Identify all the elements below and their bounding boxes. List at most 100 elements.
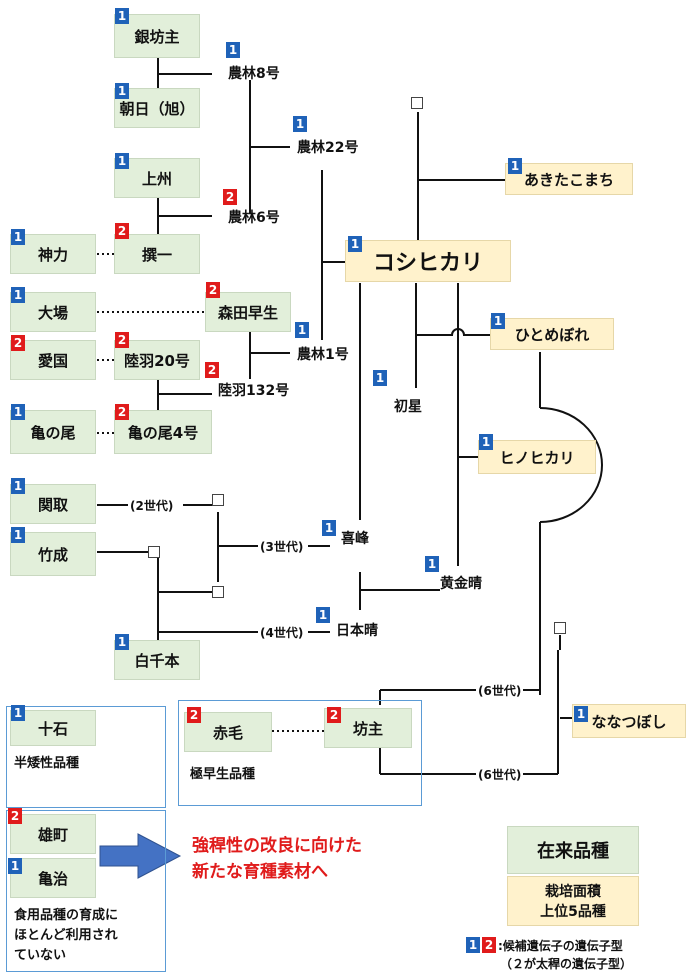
improvement-text-line1: 強稈性の改良に向けた bbox=[192, 836, 362, 856]
variety-label: 愛国 bbox=[37, 351, 68, 370]
variety-nanatsuboshi: ななつぼし bbox=[572, 704, 686, 738]
genotype-1-badge: 1 bbox=[508, 158, 522, 174]
variety-label: 竹成 bbox=[37, 545, 68, 564]
unused-note-line3: ていない bbox=[14, 948, 67, 963]
unknown-parent-marker bbox=[148, 546, 160, 558]
legend-genotype-2-badge: 2 bbox=[482, 937, 496, 953]
genotype-2-badge: 2 bbox=[187, 707, 201, 723]
genotype-1-badge: 1 bbox=[479, 434, 493, 450]
variety-label: ヒノヒカリ bbox=[499, 448, 575, 467]
genotype-1-badge: 1 bbox=[11, 287, 25, 303]
unused-note-line1: 食用品種の育成に bbox=[14, 908, 119, 923]
legend-genotype-1-badge: 1 bbox=[466, 937, 480, 953]
variety-hitomebore: ひとめぼれ bbox=[490, 318, 614, 350]
legend-top5-line2: 上位5品種 bbox=[540, 904, 606, 920]
genotype-1-badge: 1 bbox=[373, 370, 387, 386]
genotype-1-badge: 1 bbox=[316, 607, 330, 623]
variety-label: 亀の尾 bbox=[30, 423, 76, 442]
variety-label: 上州 bbox=[141, 169, 172, 188]
variety-ginbozu: 銀坊主 bbox=[114, 14, 200, 58]
variety-label: 亀治 bbox=[37, 869, 68, 888]
variety-label: 十石 bbox=[37, 719, 68, 738]
variety-label: コシヒカリ bbox=[372, 251, 483, 276]
variety-hinohikari: ヒノヒカリ bbox=[478, 440, 596, 474]
arrow-shape bbox=[99, 833, 182, 879]
genotype-1-badge: 1 bbox=[11, 705, 25, 721]
genotype-1-badge: 1 bbox=[8, 858, 22, 874]
line-norin8: 農林8号 bbox=[228, 66, 280, 82]
genotype-1-badge: 1 bbox=[115, 8, 129, 24]
line-koganebare: 黄金晴 bbox=[440, 576, 482, 592]
variety-label: 大場 bbox=[37, 303, 68, 322]
genotype-2-badge: 2 bbox=[11, 335, 25, 351]
genotype-1-badge: 1 bbox=[574, 706, 588, 722]
variety-rikuu20: 陸羽20号 bbox=[114, 340, 200, 380]
genotype-2-badge: 2 bbox=[115, 332, 129, 348]
genotype-1-badge: 1 bbox=[115, 153, 129, 169]
variety-label: 陸羽20号 bbox=[124, 351, 190, 370]
genotype-1-badge: 1 bbox=[425, 556, 439, 572]
semi-dwarf-group bbox=[6, 706, 166, 808]
unknown-parent-marker bbox=[212, 586, 224, 598]
genotype-2-badge: 2 bbox=[115, 404, 129, 420]
unused-note-line2: ほとんど利用され bbox=[14, 928, 118, 943]
line-nihonbare: 日本晴 bbox=[336, 623, 378, 639]
line-rikuu132: 陸羽132号 bbox=[218, 383, 290, 399]
variety-label: 雄町 bbox=[37, 825, 68, 844]
very-early-group bbox=[178, 700, 422, 806]
genotype-1-badge: 1 bbox=[11, 478, 25, 494]
genotype-2-badge: 2 bbox=[205, 362, 219, 378]
genotype-2-badge: 2 bbox=[8, 808, 22, 824]
genotype-1-badge: 1 bbox=[295, 322, 309, 338]
generation-label: (6世代) bbox=[476, 682, 524, 699]
genotype-2-badge: 2 bbox=[115, 223, 129, 239]
variety-koshihikari: コシヒカリ bbox=[345, 240, 511, 282]
variety-shinriki: 神力 bbox=[10, 234, 96, 274]
variety-label: 神力 bbox=[37, 245, 68, 264]
variety-label: 亀の尾4号 bbox=[127, 423, 199, 442]
line-norin1: 農林1号 bbox=[297, 347, 349, 363]
variety-asahi: 朝日（旭） bbox=[114, 88, 200, 128]
unused-group bbox=[6, 810, 166, 972]
variety-label: 朝日（旭） bbox=[119, 99, 195, 118]
line-hatsuboshi: 初星 bbox=[394, 399, 422, 415]
genotype-1-badge: 1 bbox=[348, 236, 362, 252]
variety-aikoku: 愛国 bbox=[10, 340, 96, 380]
variety-label: 関取 bbox=[37, 495, 68, 514]
variety-label: 白千本 bbox=[134, 651, 180, 670]
variety-label: あきたこまち bbox=[523, 170, 614, 189]
variety-label: ひとめぼれ bbox=[514, 325, 590, 344]
variety-moritawase: 森田早生 bbox=[205, 292, 291, 332]
genotype-1-badge: 1 bbox=[115, 634, 129, 650]
legend-landrace-label: 在来品種 bbox=[537, 841, 609, 862]
variety-akitakomachi: あきたこまち bbox=[505, 163, 633, 195]
generation-label: (4世代) bbox=[258, 624, 306, 641]
variety-senichi: 撰一 bbox=[114, 234, 200, 274]
line-norin22: 農林22号 bbox=[297, 140, 359, 156]
generation-label: (2世代) bbox=[128, 497, 176, 514]
line-kiho: 喜峰 bbox=[341, 531, 369, 547]
variety-label: 森田早生 bbox=[217, 303, 278, 322]
variety-label: 坊主 bbox=[352, 719, 383, 738]
improvement-text-line2: 新たな育種素材へ bbox=[192, 862, 328, 882]
variety-label: 撰一 bbox=[141, 245, 172, 264]
genotype-1-badge: 1 bbox=[11, 527, 25, 543]
line-norin6: 農林6号 bbox=[228, 210, 280, 226]
legend-landrace: 在来品種 bbox=[507, 826, 639, 874]
generation-label: (6世代) bbox=[476, 766, 524, 783]
genotype-1-badge: 1 bbox=[226, 42, 240, 58]
genotype-1-badge: 1 bbox=[293, 116, 307, 132]
semi-dwarf-note: 半矮性品種 bbox=[14, 756, 80, 771]
genotype-2-badge: 2 bbox=[223, 189, 237, 205]
genotype-2-badge: 2 bbox=[206, 282, 220, 298]
generation-label: (3世代) bbox=[258, 538, 306, 555]
genotype-2-badge: 2 bbox=[327, 707, 341, 723]
legend-genotype-line2: （２が太稈の遺伝子型） bbox=[500, 957, 633, 971]
variety-omachi: 雄町 bbox=[10, 814, 96, 854]
genotype-1-badge: 1 bbox=[11, 404, 25, 420]
legend-genotype-line1: :候補遺伝子の遺伝子型 bbox=[498, 939, 623, 953]
genotype-1-badge: 1 bbox=[491, 313, 505, 329]
variety-label: 赤毛 bbox=[212, 723, 243, 742]
genotype-1-badge: 1 bbox=[322, 520, 336, 536]
very-early-note: 極早生品種 bbox=[190, 767, 256, 782]
